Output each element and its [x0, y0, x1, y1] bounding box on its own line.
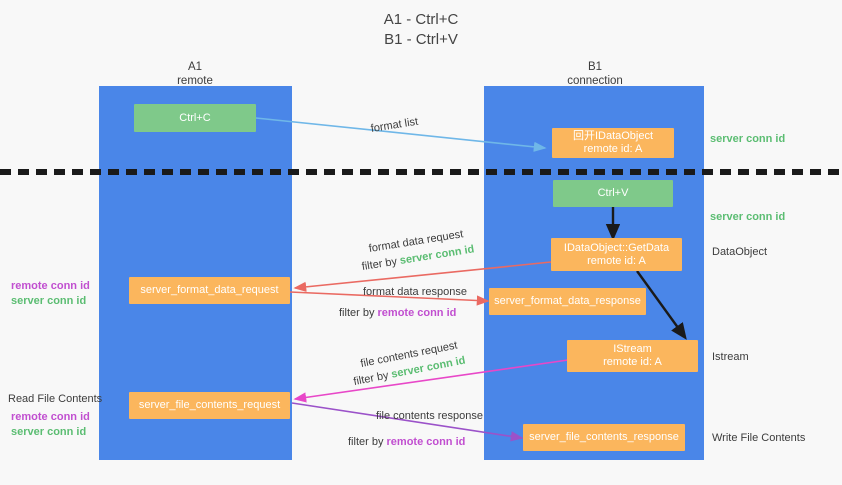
label-right-dataobject: DataObject — [712, 246, 768, 258]
column-a1-name: A1 — [187, 61, 203, 73]
node-ctrl-c-label: Ctrl+C — [179, 111, 211, 124]
label-right-server-conn-1: server conn id — [710, 133, 786, 145]
node-file-contents-response-label: server_file_contents_response — [529, 431, 679, 443]
page-title: A1 - Ctrl+C B1 - Ctrl+V — [0, 10, 842, 50]
node-getdata-line2: remote id: A — [587, 254, 646, 267]
node-server-file-contents-request[interactable]: server_file_contents_request — [129, 392, 290, 419]
label-left-read-file-contents: Read File Contents — [8, 393, 103, 405]
filter-prefix-1: filter by — [360, 255, 401, 274]
node-istream-line1: IStream — [613, 343, 652, 355]
node-idataobject-getdata[interactable]: IDataObject::GetData remote id: A — [551, 238, 682, 271]
node-format-data-request-label: server_format_data_request — [140, 284, 279, 296]
column-b1-sub: connection — [567, 75, 623, 87]
label-right-server-conn-2: server conn id — [710, 211, 786, 223]
filter-prefix-4: filter by — [348, 436, 387, 448]
label-left-server-conn-2: server conn id — [11, 426, 87, 438]
column-header-a1: A1 remote — [115, 60, 275, 88]
node-ctrl-v-label: Ctrl+V — [597, 187, 629, 199]
label-right-istream: Istream — [712, 351, 749, 363]
filter-value-4: remote conn id — [386, 436, 466, 448]
label-right-write-file-contents: Write File Contents — [712, 432, 806, 444]
title-line-2: B1 - Ctrl+V — [384, 31, 458, 48]
node-ctrl-v[interactable]: Ctrl+V — [553, 180, 673, 207]
column-header-b1: B1 connection — [515, 60, 675, 88]
node-server-format-data-request[interactable]: server_format_data_request — [129, 277, 290, 304]
label-file-contents-response-filter: filter by remote conn id — [348, 435, 465, 449]
node-ctrl-c[interactable]: Ctrl+C — [134, 104, 256, 132]
node-idataobject-line2: remote id: A — [583, 143, 643, 155]
filter-prefix-2: filter by — [339, 307, 378, 319]
filter-prefix-3: filter by — [352, 368, 393, 389]
column-b1-name: B1 — [587, 61, 603, 73]
node-getdata-line1: IDataObject::GetData — [563, 241, 670, 254]
column-a1-sub: remote — [177, 75, 213, 87]
label-file-contents-response: file contents response — [376, 410, 484, 422]
node-idataobject-line1: 回开IDataObject — [572, 130, 654, 142]
label-left-remote-conn-2: remote conn id — [11, 411, 90, 423]
label-left-remote-conn-1: remote conn id — [11, 280, 90, 292]
node-file-contents-request-label: server_file_contents_request — [138, 399, 281, 411]
label-format-data-response-filter: filter by remote conn id — [339, 306, 456, 320]
label-format-list: format list — [369, 115, 419, 136]
node-istream[interactable]: IStream remote id: A — [567, 340, 698, 372]
node-server-file-contents-response[interactable]: server_file_contents_response — [523, 424, 685, 451]
node-server-format-data-response[interactable]: server_format_data_response — [489, 288, 646, 315]
label-left-server-conn-1: server conn id — [11, 295, 87, 307]
node-idataobject[interactable]: 回开IDataObject remote id: A — [552, 128, 674, 158]
title-line-1: A1 - Ctrl+C — [383, 11, 459, 28]
node-istream-line2: remote id: A — [603, 356, 662, 368]
node-format-data-response-label: server_format_data_response — [494, 295, 641, 307]
filter-value-2: remote conn id — [377, 307, 457, 319]
label-format-data-response: format data response — [363, 286, 467, 298]
